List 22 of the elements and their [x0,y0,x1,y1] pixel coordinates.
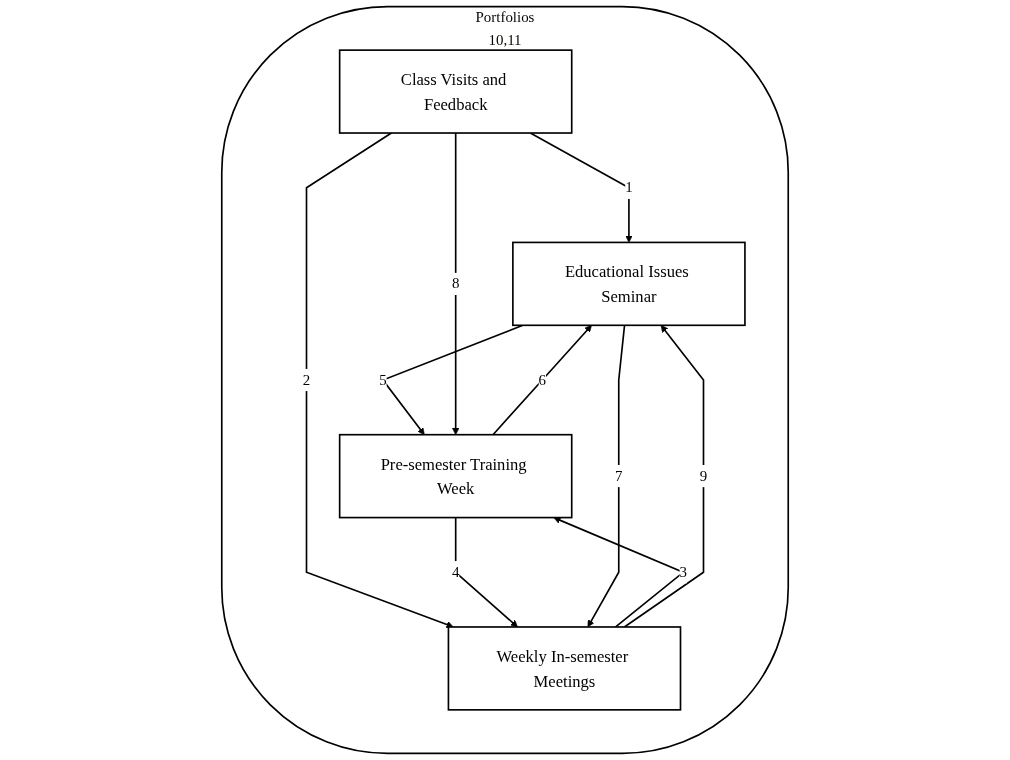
edge-label: 2 [302,371,311,388]
arrow [452,132,460,436]
edge-label: 9 [699,467,708,485]
arrow [623,324,705,628]
edge-label: 3 [679,563,687,581]
edge-label: 1 [625,179,633,196]
node-box: Educational Issues Seminar [512,241,746,327]
arrow [454,516,518,628]
arrow [529,132,633,243]
edge-label: 4 [451,563,460,581]
node-box: Pre-semester Training Week [338,433,573,519]
arrow [381,324,524,436]
arrow [587,324,626,628]
edge-label: 6 [538,371,547,388]
arrow [492,324,592,436]
edge-label: 5 [379,371,387,388]
node-box: Weekly In-semester Meetings [447,626,682,711]
edge-label: 8 [451,275,460,292]
arrow [305,132,454,629]
edge-label: 7 [615,467,623,485]
node-box: Class Visits and Feedback [338,49,573,134]
arrow [553,516,685,628]
